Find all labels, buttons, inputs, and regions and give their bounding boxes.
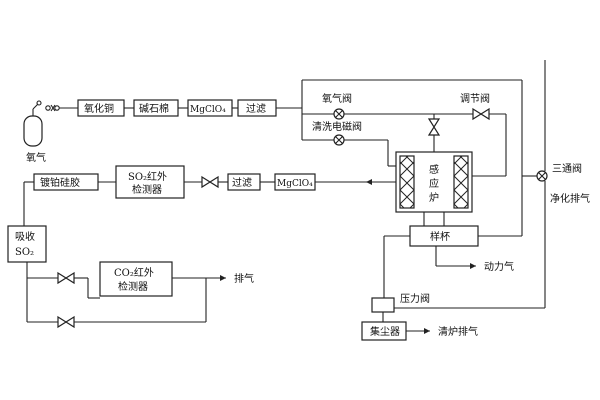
filter-mid-label: 过滤 xyxy=(232,176,252,189)
furnace-inlet-valve-icon xyxy=(427,118,441,136)
co2-detector-box xyxy=(99,261,173,297)
so2-detector-box xyxy=(115,165,185,199)
so2-detector-label-1: SO₂红外 xyxy=(128,170,167,183)
co2-detector-label-2: 检测器 xyxy=(118,280,148,293)
exhaust-label: 排气 xyxy=(234,272,254,285)
crucible-label: 样杯 xyxy=(430,230,450,243)
co2-detector-label-1: CO₂红外 xyxy=(114,266,154,279)
clean-exhaust-label: 净化排气 xyxy=(550,192,590,205)
purge-valve-label: 清洗电磁阀 xyxy=(312,120,362,133)
co2-inlet-valve-icon xyxy=(57,271,75,285)
so2-absorber-box xyxy=(7,225,47,263)
mgclo4-mid-label: MgClO₄ xyxy=(277,179,313,189)
furnace-exhaust-label: 清炉排气 xyxy=(438,325,478,338)
dust-collector-label: 集尘器 xyxy=(370,325,400,338)
so2-absorber-label-2: SO₂ xyxy=(15,247,34,258)
three-way-valve-label: 三通阀 xyxy=(552,162,582,175)
filter-top-label: 过滤 xyxy=(246,102,266,115)
power-gas-label: 动力气 xyxy=(484,260,514,273)
bypass-valve-icon xyxy=(57,315,75,329)
asbestos-label: 碱石棉 xyxy=(139,102,169,115)
cuo-label: 氧化铜 xyxy=(84,102,114,115)
mgclo4-top-label: MgClO₄ xyxy=(190,105,226,115)
so2-absorber-label-1: 吸收 xyxy=(15,230,35,243)
pressure-valve-label: 压力阀 xyxy=(400,292,430,305)
regulator-valve-label: 调节阀 xyxy=(460,92,490,105)
oxygen-valve-icon xyxy=(333,108,345,120)
pressure-valve-box xyxy=(371,297,395,313)
so2-detector-label-2: 检测器 xyxy=(132,183,162,196)
oxygen-valve-label: 氧气阀 xyxy=(322,92,352,105)
oxygen-source-label: 氧气 xyxy=(26,151,46,164)
furnace-label-2: 应 xyxy=(429,177,439,190)
induction-furnace xyxy=(395,151,473,213)
platinum-silica-label: 镀铂硅胶 xyxy=(40,176,80,189)
regulator-valve-icon xyxy=(472,107,490,121)
purge-valve-icon xyxy=(333,134,345,146)
furnace-label-3: 炉 xyxy=(429,192,439,204)
three-way-valve-icon xyxy=(536,170,548,182)
furnace-label-1: 感 xyxy=(429,163,439,176)
top-valve-icon xyxy=(45,104,60,112)
oxygen-cylinder xyxy=(23,100,43,147)
mid-valve-icon xyxy=(201,175,219,189)
